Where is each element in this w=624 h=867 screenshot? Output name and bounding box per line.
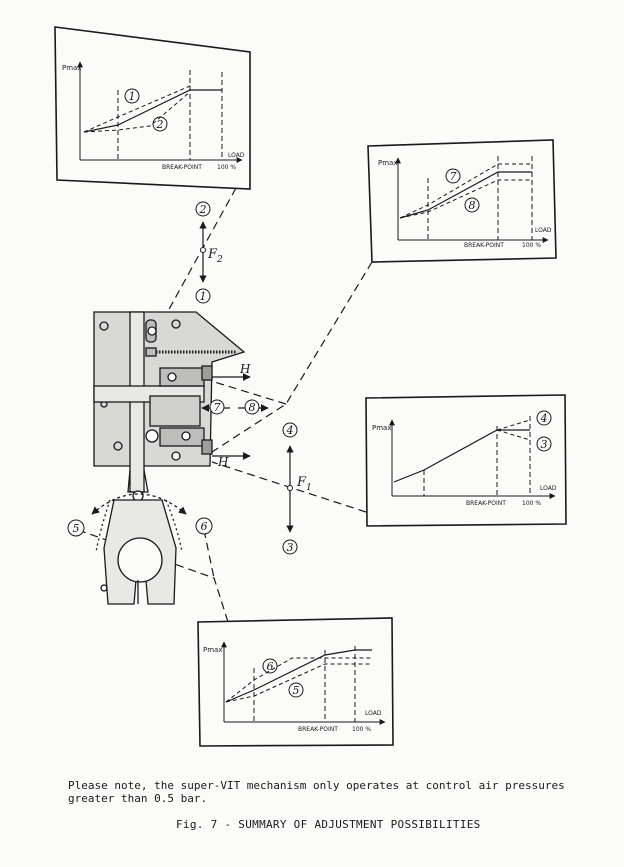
- mechanism-callouts-5-6: 5 6: [67, 517, 213, 537]
- figure-caption: Fig. 7 - SUMMARY OF ADJUSTMENT POSSIBILI…: [176, 818, 481, 831]
- curve-3-label: 3: [541, 438, 548, 451]
- graph2-break-point: BREAK-POINT: [464, 242, 504, 249]
- graph1-pct: 100 %: [217, 164, 236, 171]
- f2-down-label: 1: [200, 290, 207, 303]
- graph4-pct: 100 %: [352, 726, 371, 733]
- graph3-pct: 100 %: [522, 500, 541, 507]
- f1-up-label: 4: [286, 424, 294, 437]
- curve-7-label: 7: [450, 170, 457, 183]
- graph1-break-point: BREAK-POINT: [162, 164, 202, 171]
- force-f1-sub: 1: [306, 483, 312, 493]
- graph4-load: LOAD: [365, 710, 382, 717]
- graph3-ylabel: Pmax: [372, 424, 391, 432]
- graph4-break-point: BREAK-POINT: [298, 726, 338, 733]
- graph-box-curves-5-6: Pmax 6 5 LOAD BREAK-POINT 100 %: [197, 617, 394, 747]
- graph-box-curves-7-8: Pmax 7 8 LOAD BREAK-POINT 100 %: [367, 139, 557, 263]
- curve-4-label: 4: [540, 412, 548, 425]
- graph3-load: LOAD: [540, 485, 557, 492]
- super-vit-mechanism: [91, 311, 269, 605]
- curve-5-label: 5: [293, 684, 300, 697]
- graph2-load: LOAD: [535, 227, 552, 234]
- graph1-load: LOAD: [228, 152, 245, 159]
- graph1-ylabel: Pmax: [62, 64, 81, 72]
- graph4-ylabel: Pmax: [203, 646, 222, 654]
- operation-note: Please note, the super-VIT mechanism onl…: [68, 779, 565, 805]
- curve-2-label: 2: [156, 118, 164, 131]
- f1-down-label: 3: [287, 541, 294, 554]
- mechanism-callouts-7-8: 7 8: [209, 399, 260, 415]
- graph3-break-point: BREAK-POINT: [466, 500, 506, 507]
- force-h-bottom-label: H: [217, 455, 229, 469]
- mech-6-label: 6: [201, 520, 208, 533]
- force-f2-sub: 2: [216, 255, 223, 265]
- mech-7-label: 7: [214, 401, 221, 414]
- curve-6-label: 6: [267, 660, 274, 673]
- graph2-pct: 100 %: [522, 242, 541, 249]
- curve-8-label: 8: [469, 199, 476, 212]
- f2-up-label: 2: [199, 203, 207, 216]
- curve-1-label: 1: [129, 90, 136, 103]
- mech-5-label: 5: [73, 522, 80, 535]
- graph2-ylabel: Pmax: [378, 159, 397, 167]
- mech-8-label: 8: [249, 401, 256, 414]
- force-h-top-label: H: [239, 362, 251, 376]
- force-f2-arrow: 2 1 F 2: [195, 201, 223, 304]
- graph-box-curves-3-4: Pmax 4 3 LOAD BREAK-POINT 100 %: [365, 394, 567, 527]
- force-f1-arrow: 4 3 F 1: [282, 422, 312, 555]
- force-f1-label: F: [296, 475, 307, 490]
- force-f2-label: F: [207, 247, 218, 262]
- graph-box-curves-1-2: Pmax 1 2 LOAD BREAK-POINT 100 %: [54, 26, 251, 190]
